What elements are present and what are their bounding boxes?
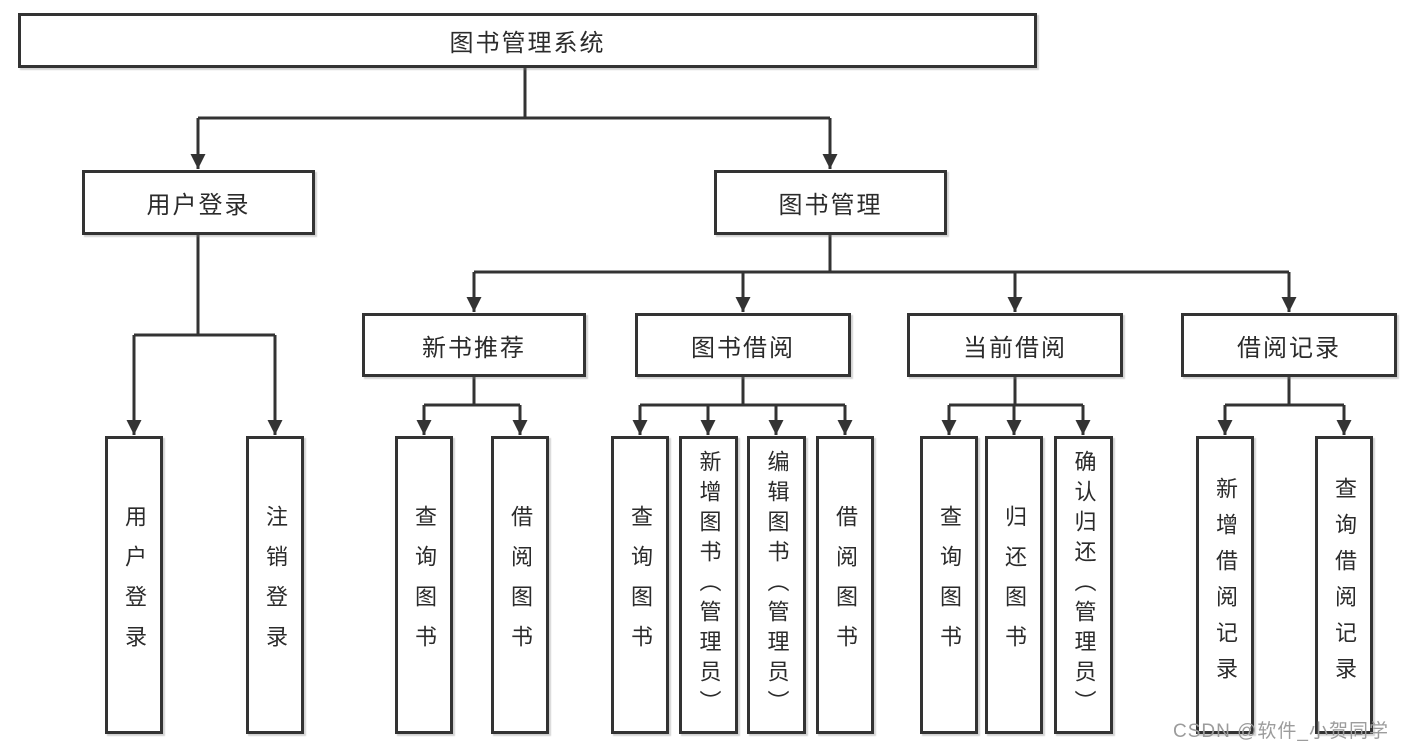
connector-arrows bbox=[126, 118, 1352, 435]
node-borrow-records: 借阅记录 bbox=[1181, 313, 1397, 377]
node-borrow-records-label: 借阅记录 bbox=[1237, 334, 1341, 362]
leaf-confirm-return-admin: 确认归还（管理员） bbox=[1054, 436, 1113, 734]
node-root-system: 图书管理系统 bbox=[18, 13, 1037, 68]
leaf-logout-login-label: 注销登录 bbox=[263, 505, 288, 665]
leaf-user-login: 用户登录 bbox=[105, 436, 163, 734]
node-book-borrow-label: 图书借阅 bbox=[691, 334, 795, 362]
leaf-query-book-recommend: 查询图书 bbox=[395, 436, 453, 734]
leaf-edit-book-admin: 编辑图书（管理员） bbox=[747, 436, 806, 734]
leaf-query-borrow-record-label: 查询借阅记录 bbox=[1332, 477, 1357, 693]
leaf-add-book-admin: 新增图书（管理员） bbox=[679, 436, 738, 734]
leaf-add-borrow-record-label: 新增借阅记录 bbox=[1213, 477, 1238, 693]
leaf-borrow-book-recommend-label: 借阅图书 bbox=[508, 505, 533, 665]
leaf-user-login-label: 用户登录 bbox=[122, 505, 147, 665]
leaf-query-book-current: 查询图书 bbox=[920, 436, 978, 734]
leaf-borrow-book-label: 借阅图书 bbox=[833, 505, 858, 665]
leaf-logout-login: 注销登录 bbox=[246, 436, 304, 734]
leaf-query-borrow-record: 查询借阅记录 bbox=[1315, 436, 1373, 734]
node-current-borrow: 当前借阅 bbox=[907, 313, 1123, 377]
leaf-return-book: 归还图书 bbox=[985, 436, 1043, 734]
node-new-book-recommend-label: 新书推荐 bbox=[422, 334, 526, 362]
node-book-borrow: 图书借阅 bbox=[635, 313, 851, 377]
leaf-borrow-book: 借阅图书 bbox=[816, 436, 874, 734]
leaf-edit-book-admin-label: 编辑图书（管理员） bbox=[764, 450, 790, 720]
node-book-management-label: 图书管理 bbox=[778, 192, 883, 219]
leaf-borrow-book-recommend: 借阅图书 bbox=[491, 436, 549, 734]
leaf-add-borrow-record: 新增借阅记录 bbox=[1196, 436, 1254, 734]
node-user-login-label: 用户登录 bbox=[146, 192, 251, 219]
connector-bars bbox=[134, 68, 1344, 407]
leaf-return-book-label: 归还图书 bbox=[1002, 505, 1027, 665]
leaf-query-book-recommend-label: 查询图书 bbox=[412, 505, 437, 665]
node-new-book-recommend: 新书推荐 bbox=[362, 313, 586, 377]
leaf-query-book-current-label: 查询图书 bbox=[937, 505, 962, 665]
node-root-label: 图书管理系统 bbox=[449, 30, 606, 57]
leaf-query-book-borrow: 查询图书 bbox=[611, 436, 669, 734]
leaf-confirm-return-admin-label: 确认归还（管理员） bbox=[1071, 450, 1097, 720]
node-book-management: 图书管理 bbox=[714, 170, 947, 235]
csdn-watermark: CSDN @软件_小贺同学 bbox=[1173, 721, 1389, 742]
node-user-login: 用户登录 bbox=[82, 170, 315, 235]
node-current-borrow-label: 当前借阅 bbox=[963, 334, 1067, 362]
leaf-add-book-admin-label: 新增图书（管理员） bbox=[696, 450, 722, 720]
leaf-query-book-borrow-label: 查询图书 bbox=[628, 505, 653, 665]
